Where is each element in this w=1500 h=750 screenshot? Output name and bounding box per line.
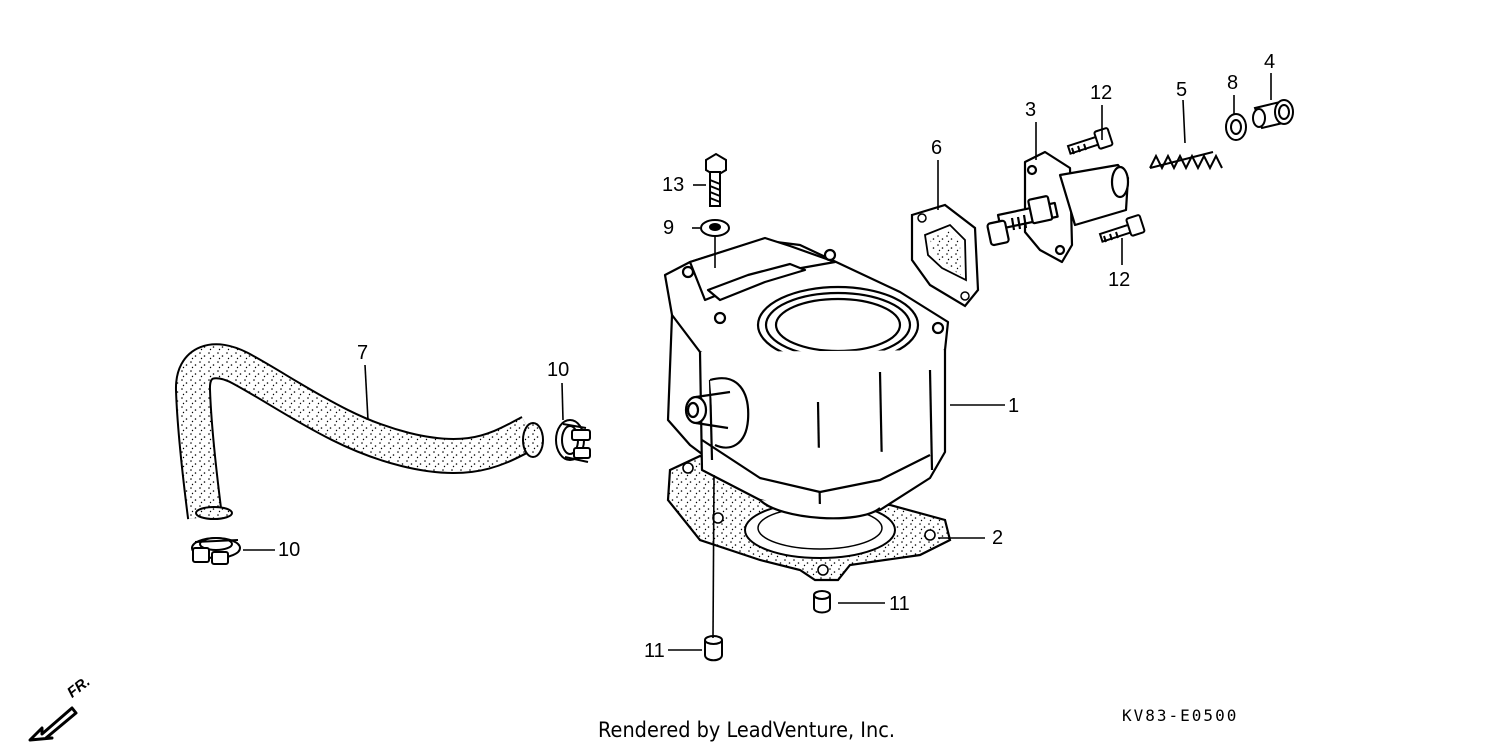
tensioner-lifter <box>986 150 1130 264</box>
diagram-code: KV83-E0500 <box>1122 706 1239 725</box>
callout-2: 2 <box>992 527 1004 549</box>
callout-10-upper: 10 <box>547 359 570 381</box>
hose-clamp-upper <box>555 419 591 463</box>
callout-9: 9 <box>663 217 675 239</box>
tensioner-spring <box>1149 151 1223 171</box>
sealing-bolt <box>1252 99 1294 130</box>
washer-9 <box>700 219 730 237</box>
callout-11-right: 11 <box>889 593 910 615</box>
callout-12-lower: 12 <box>1108 269 1131 291</box>
bolt-lower-12 <box>1098 214 1146 243</box>
flange-bolt-13 <box>705 152 727 207</box>
dowel-pin-right <box>813 590 831 614</box>
tensioner-gasket <box>910 203 980 308</box>
sealing-washer <box>1225 113 1247 141</box>
callout-12-upper: 12 <box>1090 82 1113 104</box>
callout-11-lower: 11 <box>644 640 665 662</box>
bolt-upper-12 <box>1066 127 1114 155</box>
dowel-pin-lower <box>704 635 723 662</box>
breather-hose <box>175 343 544 520</box>
callout-3: 3 <box>1025 99 1037 121</box>
callout-4: 4 <box>1264 51 1276 73</box>
hose-clamp-lower <box>191 537 241 565</box>
callout-1: 1 <box>1008 395 1020 417</box>
rendered-by-credit: Rendered by LeadVenture, Inc. <box>598 718 895 742</box>
cylinder <box>663 236 950 520</box>
callout-5: 5 <box>1176 79 1188 101</box>
leader-lines <box>243 73 1272 651</box>
front-arrow-icon <box>28 706 78 742</box>
callout-6: 6 <box>931 137 943 159</box>
callout-13: 13 <box>662 174 685 196</box>
callout-10-lower: 10 <box>278 539 301 561</box>
callout-7: 7 <box>357 342 369 364</box>
callout-8: 8 <box>1227 72 1239 94</box>
